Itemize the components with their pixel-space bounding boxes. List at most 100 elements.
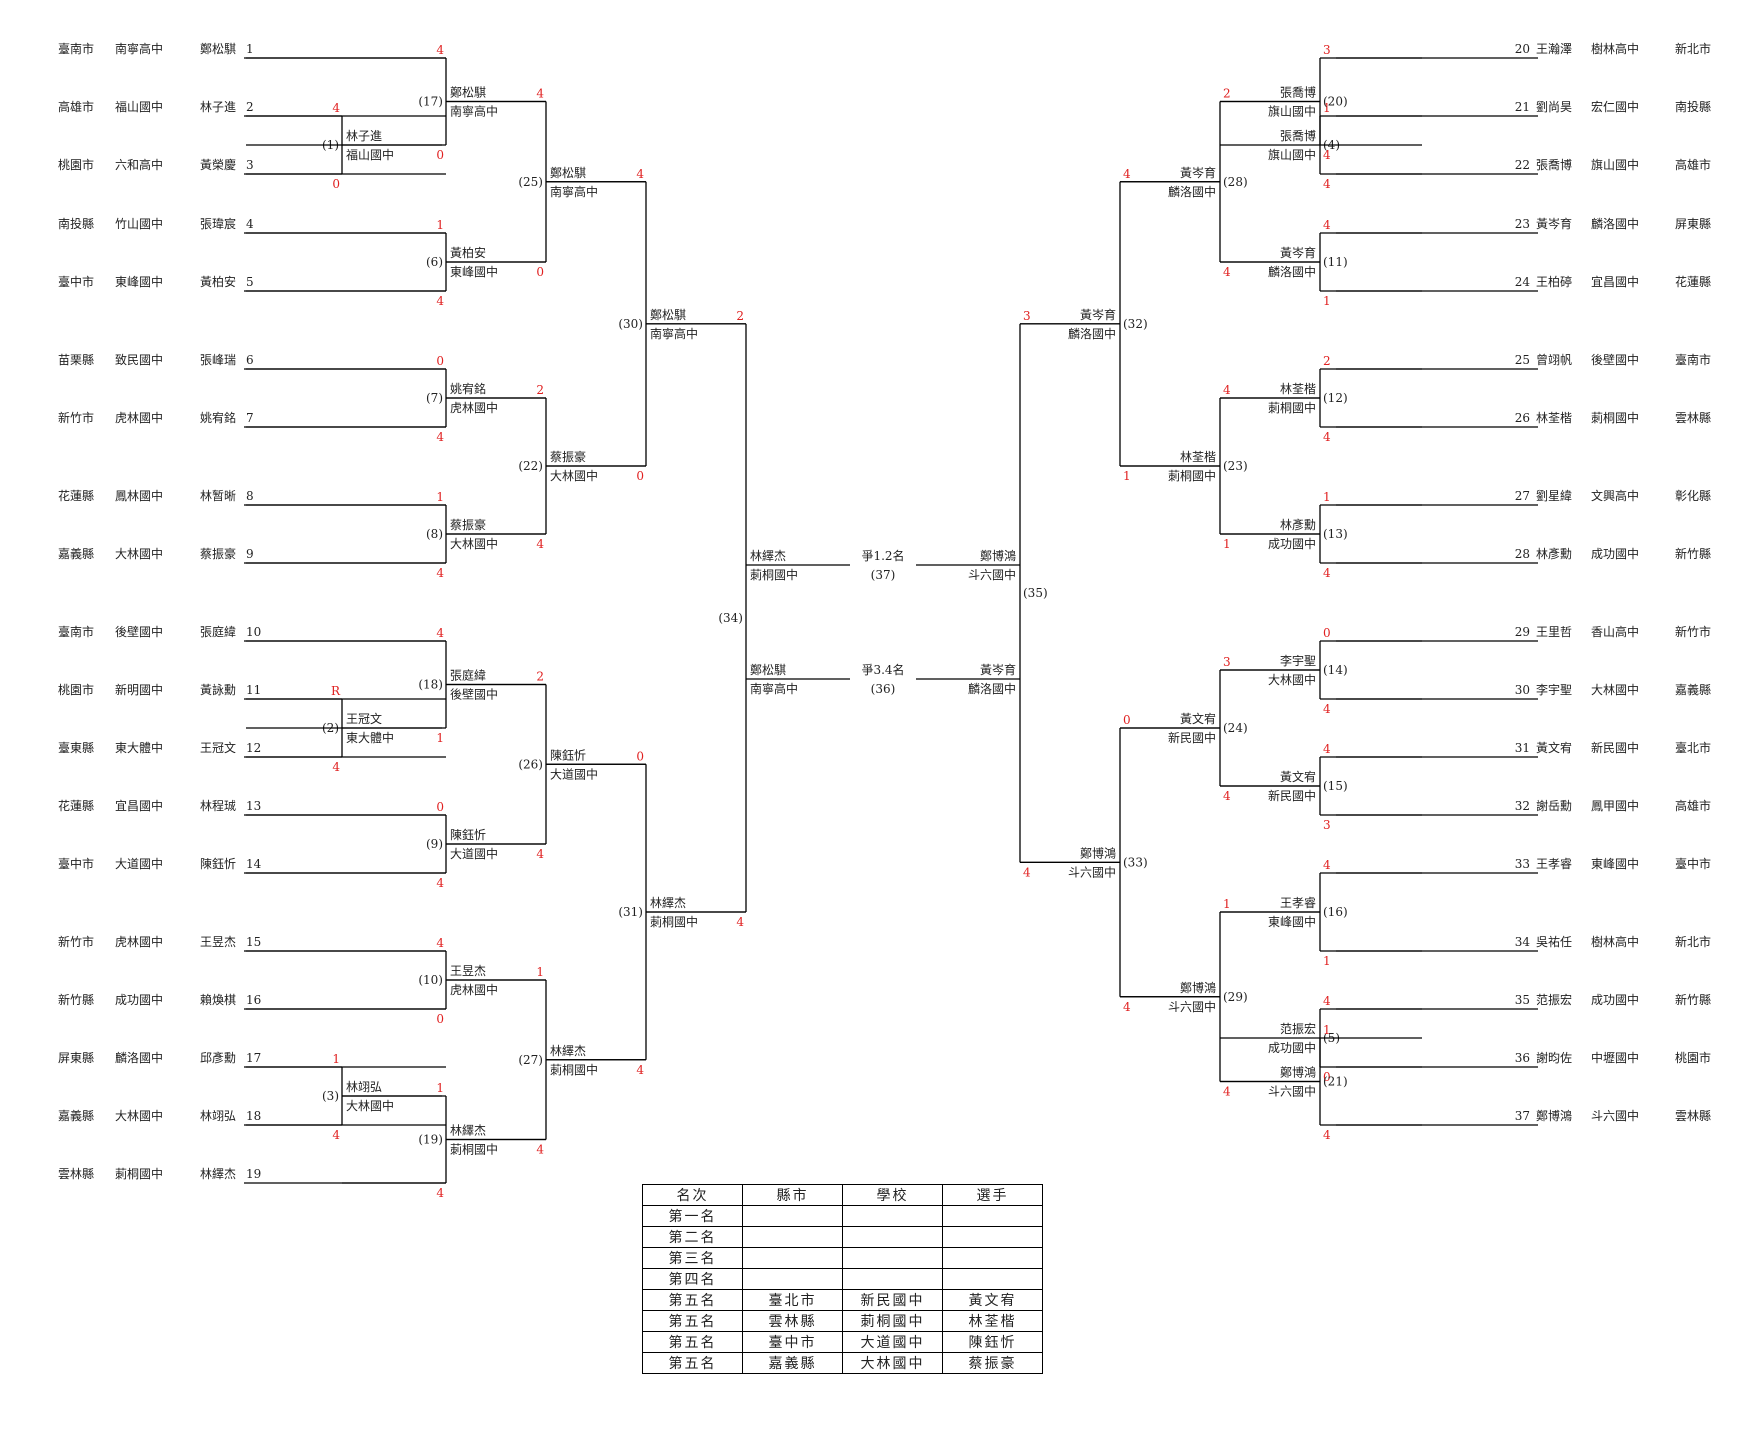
winner-school: 麟洛國中 [1068,326,1116,341]
player-school: 致民國中 [115,352,163,367]
player-seed: 37 [1515,1109,1530,1123]
results-header-row: 名次 縣市 學校 選手 [642,1184,1043,1206]
winner-school: 後壁國中 [450,687,498,702]
winner-name: 張庭緯 [450,668,486,683]
player-name: 邱彥勳 [200,1050,236,1065]
results-school: 新民國中 [842,1289,943,1311]
winner-name: 林荃楷 [1180,449,1216,464]
match-number: (29) [1223,990,1248,1004]
winner-school: 斗六國中 [1268,1084,1316,1099]
player-city: 雲林縣 [1675,1109,1711,1123]
player-seed: 14 [246,857,262,871]
player-school: 虎林國中 [115,410,163,425]
finalist-name: 鄭博鴻 [980,548,1016,563]
player-city: 南投縣 [1675,99,1711,114]
player-school: 東大體中 [115,740,163,755]
player-name: 王孝睿 [1536,856,1572,871]
match-score-bottom: 4 [1023,865,1031,879]
winner-name: 林彥勳 [1280,517,1316,532]
player-school: 旗山國中 [1591,157,1639,172]
player-city: 臺中市 [1675,856,1711,871]
match-number: (24) [1223,721,1248,735]
player-school: 鳳甲國中 [1591,798,1639,813]
winner-name: 林繹杰 [650,895,686,910]
match-score-bottom: 4 [332,1128,340,1142]
player-seed: 15 [246,935,261,949]
match-number: (32) [1123,317,1148,331]
player-school: 東峰國中 [1591,856,1639,871]
player-seed: 24 [1515,275,1531,289]
results-player: 蔡振豪 [942,1352,1043,1374]
player-school: 莿桐國中 [115,1166,163,1181]
winner-school: 大道國中 [450,846,498,861]
player-school: 宏仁國中 [1591,99,1639,114]
match-score-bottom: 3 [1323,818,1331,832]
match-score-top: 2 [1323,354,1331,368]
player-name: 劉尚昊 [1536,99,1572,114]
player-city: 花蓮縣 [58,798,94,813]
player-name: 王昱杰 [200,935,236,949]
winner-name: 王冠文 [346,711,382,726]
results-row: 第五名臺中市大道國中陳鈺忻 [642,1331,1043,1353]
player-name: 張峰瑞 [200,353,236,367]
winner-name: 黃文宥 [1280,769,1316,784]
player-seed: 8 [246,489,254,503]
results-school: 大道國中 [842,1331,943,1353]
player-name: 林荃楷 [1536,410,1572,425]
results-row: 第五名嘉義縣大林國中蔡振豪 [642,1352,1043,1374]
player-seed: 18 [246,1109,261,1123]
final-number: (36) [871,682,896,696]
player-city: 臺東縣 [58,740,94,755]
player-name: 黃詠勳 [200,682,236,697]
player-seed: 27 [1515,489,1530,503]
player-school: 大林國中 [1591,682,1639,697]
match-score-top: 1 [436,490,444,504]
match-number: (20) [1323,95,1348,109]
results-city [742,1226,843,1248]
results-city: 雲林縣 [742,1310,843,1332]
player-city: 新竹縣 [1675,546,1711,561]
final-number: (37) [871,568,896,582]
player-seed: 36 [1515,1051,1530,1065]
match-score-top: 4 [636,167,644,181]
player-city: 桃園市 [1675,1050,1711,1065]
match-score-top: 2 [1223,87,1231,101]
player-city: 花蓮縣 [58,488,94,503]
results-city: 臺北市 [742,1289,843,1311]
match-score-bottom: 4 [436,876,444,890]
player-school: 成功國中 [1591,546,1639,561]
player-city: 彰化縣 [1675,488,1711,503]
player-seed: 28 [1515,547,1530,561]
player-seed: 31 [1515,741,1530,755]
match-number: (12) [1323,391,1348,405]
player-city: 新竹市 [58,410,94,425]
player-school: 大道國中 [115,856,163,871]
winner-school: 成功國中 [1268,536,1316,551]
match-score-top: 0 [1123,713,1131,727]
player-name: 陳鈺忻 [200,856,236,871]
winner-school: 斗六國中 [1068,864,1116,879]
player-seed: 23 [1515,217,1530,231]
player-name: 王冠文 [200,740,236,755]
player-seed: 17 [246,1051,261,1065]
winner-school: 虎林國中 [450,400,498,415]
player-school: 斗六國中 [1591,1108,1639,1123]
winner-name: 林繹杰 [550,1043,586,1058]
winner-school: 大林國中 [1268,672,1316,687]
match-score-bottom: 1 [1323,294,1331,308]
match-score-bottom: 4 [736,915,744,929]
match-number: (3) [322,1089,339,1103]
player-city: 屏東縣 [58,1051,94,1065]
final-label: 爭3.4名 [861,662,904,677]
results-player [942,1205,1043,1227]
player-seed: 34 [1515,935,1531,949]
results-header-player: 選手 [942,1184,1043,1206]
winner-school: 斗六國中 [1168,999,1216,1014]
match-score-bottom: 4 [332,760,340,774]
results-rank: 第五名 [642,1331,743,1353]
winner-school: 莿桐國中 [1168,468,1216,483]
player-city: 高雄市 [1675,157,1711,172]
player-seed: 19 [246,1167,261,1181]
player-school: 福山國中 [115,99,163,114]
player-school: 六和高中 [115,157,163,172]
